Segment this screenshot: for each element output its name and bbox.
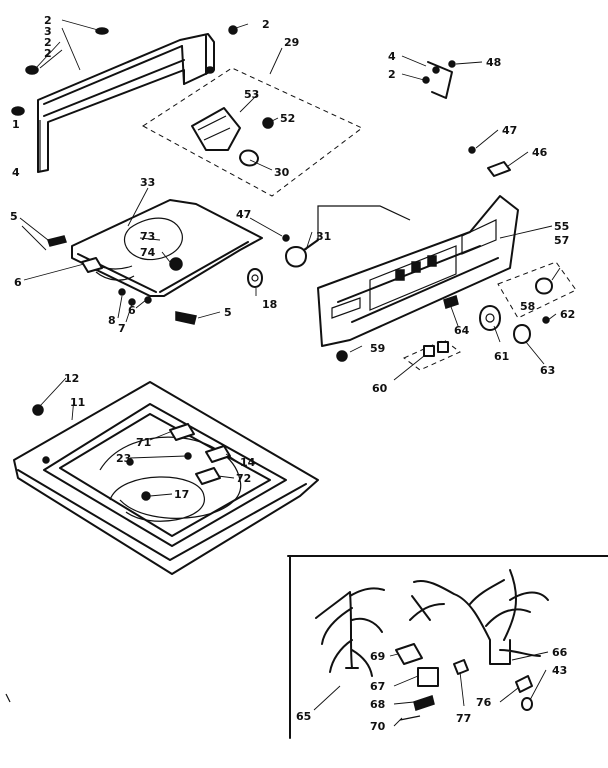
leader-lines: [17, 19, 561, 727]
label-5: 5: [224, 306, 232, 319]
label-69: 69: [370, 650, 385, 663]
label-8: 8: [108, 314, 116, 327]
control-tray: [47, 199, 263, 325]
label-17: 17: [174, 488, 189, 501]
label-1: 1: [12, 118, 20, 131]
label-72: 72: [236, 472, 251, 485]
bracket-icon: [422, 60, 456, 99]
reference-labels: 2 3 2 2 1 4 2 29 53 52 30 4 2 48 47 46 3…: [10, 14, 575, 733]
console-back-panel: [37, 33, 215, 173]
screw-icon: [11, 25, 238, 116]
wire: [317, 205, 411, 240]
label-2: 2: [44, 14, 52, 27]
label-12: 12: [64, 372, 79, 385]
label-74: 74: [140, 246, 156, 259]
label-29: 29: [284, 36, 299, 49]
label-5: 5: [10, 210, 18, 223]
label-31: 31: [316, 230, 331, 243]
label-67: 67: [370, 680, 385, 693]
clip-icon: [443, 295, 459, 309]
wire-harness-icon: [315, 569, 549, 677]
label-2: 2: [388, 68, 396, 81]
label-14: 14: [240, 456, 256, 469]
label-53: 53: [244, 88, 259, 101]
screw-icon: [336, 350, 348, 362]
label-4: 4: [388, 50, 396, 63]
label-11: 11: [70, 396, 85, 409]
label-58: 58: [520, 300, 535, 313]
label-33: 33: [140, 176, 155, 189]
label-63: 63: [540, 364, 555, 377]
label-57: 57: [554, 234, 569, 247]
console-front-panel: [317, 195, 519, 347]
label-23: 23: [116, 452, 131, 465]
label-30: 30: [274, 166, 290, 179]
label-4: 4: [12, 166, 20, 179]
label-68: 68: [370, 698, 385, 711]
label-2: 2: [44, 47, 52, 60]
switch-icon: [282, 234, 319, 268]
label-47: 47: [502, 124, 517, 137]
label-64: 64: [454, 324, 470, 337]
label-65: 65: [296, 710, 311, 723]
label-7: 7: [118, 322, 126, 335]
label-66: 66: [552, 646, 568, 659]
screw-icon: [468, 146, 476, 154]
clip-icon: [487, 161, 511, 177]
switch-icon: [423, 341, 449, 357]
grommet-icon: [247, 268, 263, 288]
label-62: 62: [560, 308, 575, 321]
label-55: 55: [554, 220, 569, 233]
label-18: 18: [262, 298, 277, 311]
label-6: 6: [14, 276, 22, 289]
timer-parts: [191, 107, 274, 167]
label-77: 77: [456, 712, 471, 725]
label-52: 52: [280, 112, 295, 125]
label-2: 2: [44, 36, 52, 49]
label-59: 59: [370, 342, 385, 355]
label-70: 70: [370, 720, 386, 733]
label-48: 48: [486, 56, 501, 69]
lid-parts: [32, 404, 231, 501]
label-61: 61: [494, 350, 509, 363]
label-46: 46: [532, 146, 548, 159]
inset-parts: [395, 643, 533, 721]
corner-tick: [5, 693, 11, 703]
label-2: 2: [262, 18, 270, 31]
label-71: 71: [136, 436, 151, 449]
label-73: 73: [140, 230, 155, 243]
label-60: 60: [372, 382, 388, 395]
label-43: 43: [552, 664, 567, 677]
knob-icon: [479, 277, 553, 344]
label-76: 76: [476, 696, 492, 709]
inset-frame: [287, 555, 608, 739]
label-6: 6: [128, 304, 136, 317]
label-3: 3: [44, 25, 52, 38]
knob-group-box: [497, 261, 577, 319]
label-47: 47: [236, 208, 251, 221]
washer-top: [13, 381, 319, 575]
